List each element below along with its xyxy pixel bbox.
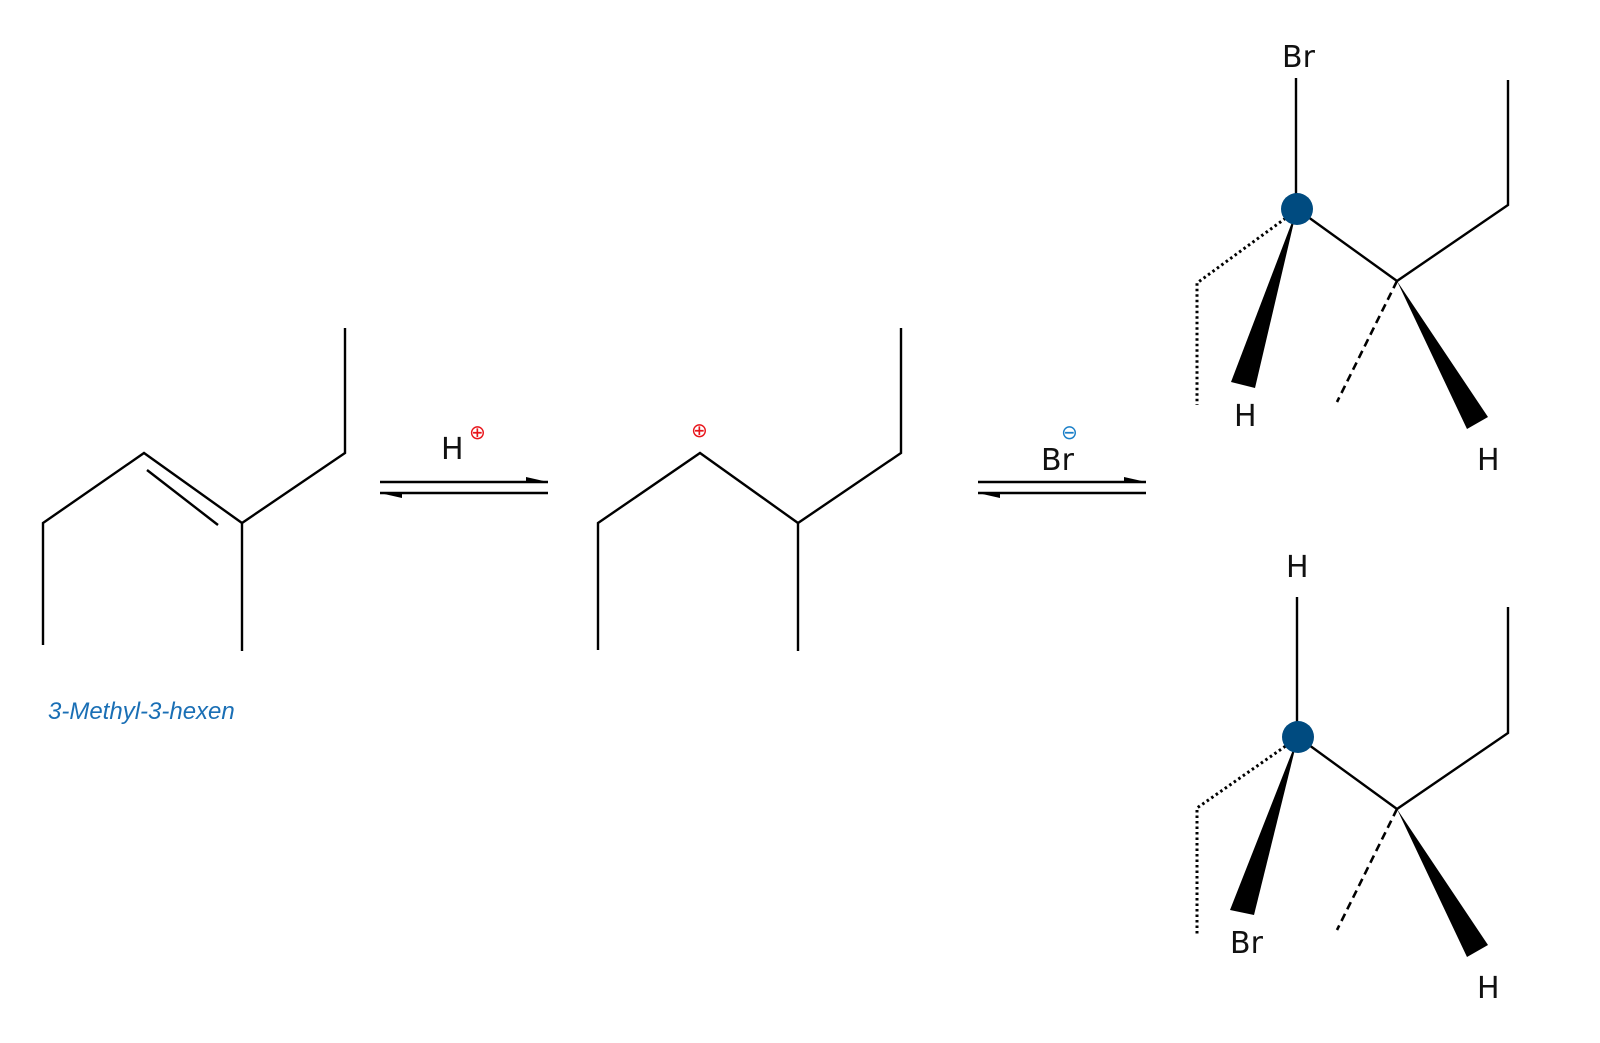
reactant-molecule: 3-Methyl-3-hexen xyxy=(41,328,347,725)
product-bottom-wedge-label: Br xyxy=(1230,926,1264,961)
equilibrium-arrow-2: Br ⊖ xyxy=(978,420,1146,498)
product-top-right-label: H xyxy=(1477,443,1500,478)
product-bottom-h-label: H xyxy=(1286,550,1309,585)
negative-charge-icon: ⊖ xyxy=(1061,420,1078,444)
carbocation-molecule: ⊕ xyxy=(596,328,903,651)
product-top-wedge-label: H xyxy=(1234,399,1257,434)
reactant-double-bond xyxy=(146,469,219,526)
equilibrium-arrow-1: H ⊕ xyxy=(380,420,548,498)
product-bottom-right-label: H xyxy=(1477,971,1500,1006)
product-top: Br H H xyxy=(1195,40,1510,478)
reactant-name: 3-Methyl-3-hexen xyxy=(48,698,235,725)
product-top-br-label: Br xyxy=(1282,40,1316,75)
reagent-proton: H xyxy=(441,432,464,467)
stereocenter-marker xyxy=(1282,721,1314,753)
stereocenter-marker xyxy=(1281,193,1313,225)
reactant-chain xyxy=(41,328,347,645)
carbocation-charge-icon: ⊕ xyxy=(691,418,708,442)
reagent-bromide: Br xyxy=(1041,443,1075,478)
product-bottom: H Br H xyxy=(1195,550,1510,1006)
positive-charge-icon: ⊕ xyxy=(469,420,486,444)
